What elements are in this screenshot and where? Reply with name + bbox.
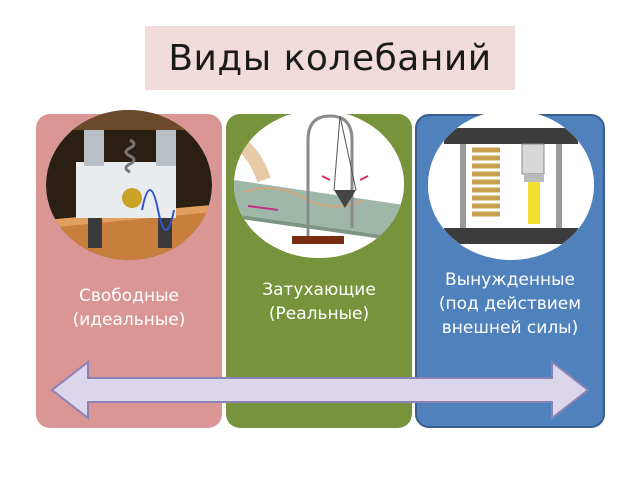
double-arrow-icon (50, 358, 590, 422)
label-free-line1: Свободные (79, 286, 179, 306)
title-box: Виды колебаний (145, 26, 515, 90)
spring-oscillator-icon (46, 110, 212, 260)
label-free-line2: (идеальные) (72, 310, 186, 330)
label-forced: Вынужденные (под действием внешней силы) (415, 268, 605, 340)
label-forced-line3: внешней силы) (441, 318, 579, 338)
spring-press-icon (428, 110, 594, 260)
pendulum-icon (234, 110, 404, 258)
page-title: Виды колебаний (168, 37, 492, 79)
label-damped-line2: (Реальные) (268, 304, 370, 324)
label-forced-line1: Вынужденные (445, 270, 575, 290)
label-damped: Затухающие (Реальные) (226, 278, 412, 326)
label-damped-line1: Затухающие (262, 280, 376, 300)
label-forced-line2: (под действием (438, 294, 582, 314)
label-free: Свободные (идеальные) (36, 284, 222, 332)
